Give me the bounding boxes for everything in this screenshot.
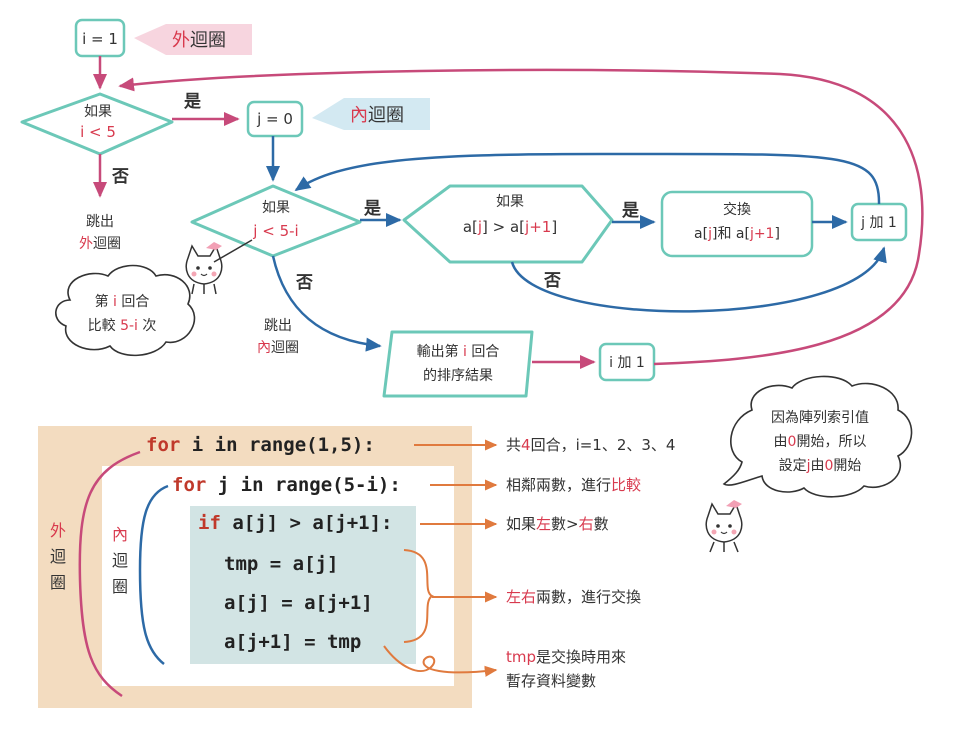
code-line-3: if a[j] > a[j+1]: (198, 512, 392, 534)
init-j-text: j = 0 (256, 110, 293, 128)
cond-j-line2: j < 5-i (252, 222, 298, 240)
arrow-j-inc-loop (294, 152, 881, 205)
code-line-2: for j in range(5-i): (172, 474, 401, 496)
cond-compare-diamond (402, 184, 614, 264)
inner-tag-shape (312, 98, 430, 130)
cond-j-diamond (190, 184, 362, 258)
cond-j-line1: 如果 (262, 200, 290, 216)
yes-label-1: 是 (184, 92, 201, 112)
cond-i-line2: i < 5 (80, 123, 116, 141)
cloud-line2: 由0開始，所以 (774, 434, 867, 450)
no-label-2: 否 (295, 273, 313, 293)
cloud-line3: 設定j由0開始 (779, 458, 862, 474)
outer-loop-label-2: 迴 (50, 547, 66, 566)
outer-brace (78, 450, 141, 698)
code-line-5: a[j] = a[j+1] (224, 592, 373, 614)
note-3: 如果左數>右數 (506, 515, 609, 533)
i-inc-text: i 加 1 (609, 355, 645, 371)
note-5-line2: 暫存資料變數 (506, 672, 596, 690)
index-cloud (722, 375, 913, 498)
cond-i-diamond (20, 92, 174, 156)
cat-mascot-1 (185, 242, 223, 295)
arrow-cond-j-no (271, 255, 382, 352)
outer-tag-shape (134, 24, 252, 55)
cond-compare-line1: 如果 (496, 194, 524, 210)
inner-tag-text: 內迴圈 (350, 105, 404, 126)
yes-label-3: 是 (622, 201, 639, 221)
exit-inner-line2: 內迴圈 (257, 340, 299, 356)
note-2: 相鄰兩數，進行比較 (506, 476, 641, 494)
bubble-cloud (55, 264, 196, 357)
inner-loop-label-3: 圈 (112, 577, 128, 596)
inner-brace (138, 484, 169, 665)
exit-outer-line1: 跳出 (86, 214, 114, 230)
output-box (382, 330, 534, 398)
cloud-line1: 因為陣列索引值 (771, 409, 869, 426)
note-1: 共4回合，i=1、2、3、4 (506, 436, 675, 454)
exit-inner-line1: 跳出 (264, 318, 292, 334)
swap-line1: 交換 (723, 201, 751, 218)
bubble-pointer (213, 239, 253, 263)
init-i-text: i = 1 (82, 30, 118, 48)
code-if-bg (190, 506, 416, 664)
inner-loop-label-1: 內 (112, 525, 128, 544)
arrow-i-inc-loop (118, 68, 924, 366)
init-j-box (246, 100, 304, 138)
outer-tag-text: 外迴圈 (172, 30, 226, 51)
output-line1: 輸出第 i 回合 (417, 343, 500, 360)
cond-i-line1: 如果 (84, 104, 112, 120)
yes-label-2: 是 (364, 199, 381, 219)
code-line-4: tmp = a[j] (224, 553, 338, 575)
swap-box (660, 190, 814, 258)
no-label-1: 否 (111, 167, 129, 187)
code-line-1: for i in range(1,5): (146, 434, 375, 456)
note-4: 左右兩數，進行交換 (506, 588, 641, 606)
outer-loop-label-1: 外 (50, 521, 66, 540)
inner-loop-label-2: 迴 (112, 551, 128, 570)
no-label-3: 否 (543, 271, 561, 291)
exit-outer-line2: 外迴圈 (79, 236, 121, 252)
cond-compare-line2: a[j] > a[j+1] (463, 218, 557, 236)
output-line2: 的排序結果 (423, 368, 493, 384)
outer-loop-label-3: 圈 (50, 573, 66, 592)
code-line-6: a[j+1] = tmp (224, 631, 361, 653)
bubble-line2: 比較 5-i 次 (88, 318, 157, 334)
j-inc-text: j 加 1 (860, 215, 897, 231)
bubble-line1: 第 i 回合 (95, 293, 150, 310)
i-inc-box (598, 342, 656, 382)
note-5-line1: tmp是交換時用來 (506, 648, 626, 666)
swap-line2: a[j]和 a[j+1] (694, 226, 780, 242)
cat-mascot-2 (705, 500, 743, 553)
arrow-note-5 (383, 645, 498, 677)
arrow-compare-no (510, 246, 887, 313)
